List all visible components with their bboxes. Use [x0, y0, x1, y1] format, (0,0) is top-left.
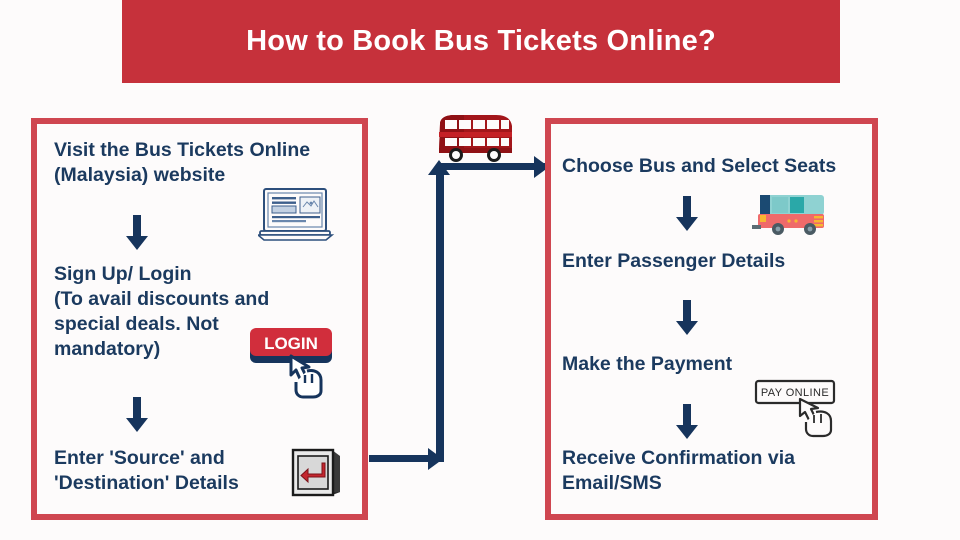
svg-text:LOGIN: LOGIN [264, 334, 318, 353]
step-4-label: Choose Bus and Select Seats [562, 155, 837, 177]
step-1-label: Visit the Bus Tickets Online (Malaysia) … [54, 139, 311, 186]
connector-bottom-horizontal [369, 455, 437, 462]
pay-online-cursor-icon[interactable]: PAY ONLINE [753, 378, 853, 445]
double-decker-bus-icon [434, 112, 516, 172]
step-5-label: Enter Passenger Details [562, 250, 786, 272]
page-title: How to Book Bus Tickets Online? [246, 25, 716, 57]
step-7-label: Receive Confirmation via Email/SMS [562, 447, 795, 494]
login-button-cursor-icon[interactable]: LOGIN [247, 323, 339, 406]
connector-vertical [436, 172, 444, 462]
connector-top-horizontal [440, 163, 546, 170]
step-2-label: Sign Up/ Login (To avail discounts and s… [54, 263, 270, 360]
bus-side-icon [748, 191, 828, 241]
header-banner: How to Book Bus Tickets Online? [122, 0, 840, 83]
step-6-label: Make the Payment [562, 353, 733, 375]
laptop-website-icon [255, 187, 336, 247]
svg-text:PAY ONLINE: PAY ONLINE [761, 387, 829, 399]
enter-key-icon [288, 447, 344, 506]
right-steps-panel [545, 118, 878, 520]
step-3-label: Enter 'Source' and 'Destination' Details [54, 447, 239, 494]
